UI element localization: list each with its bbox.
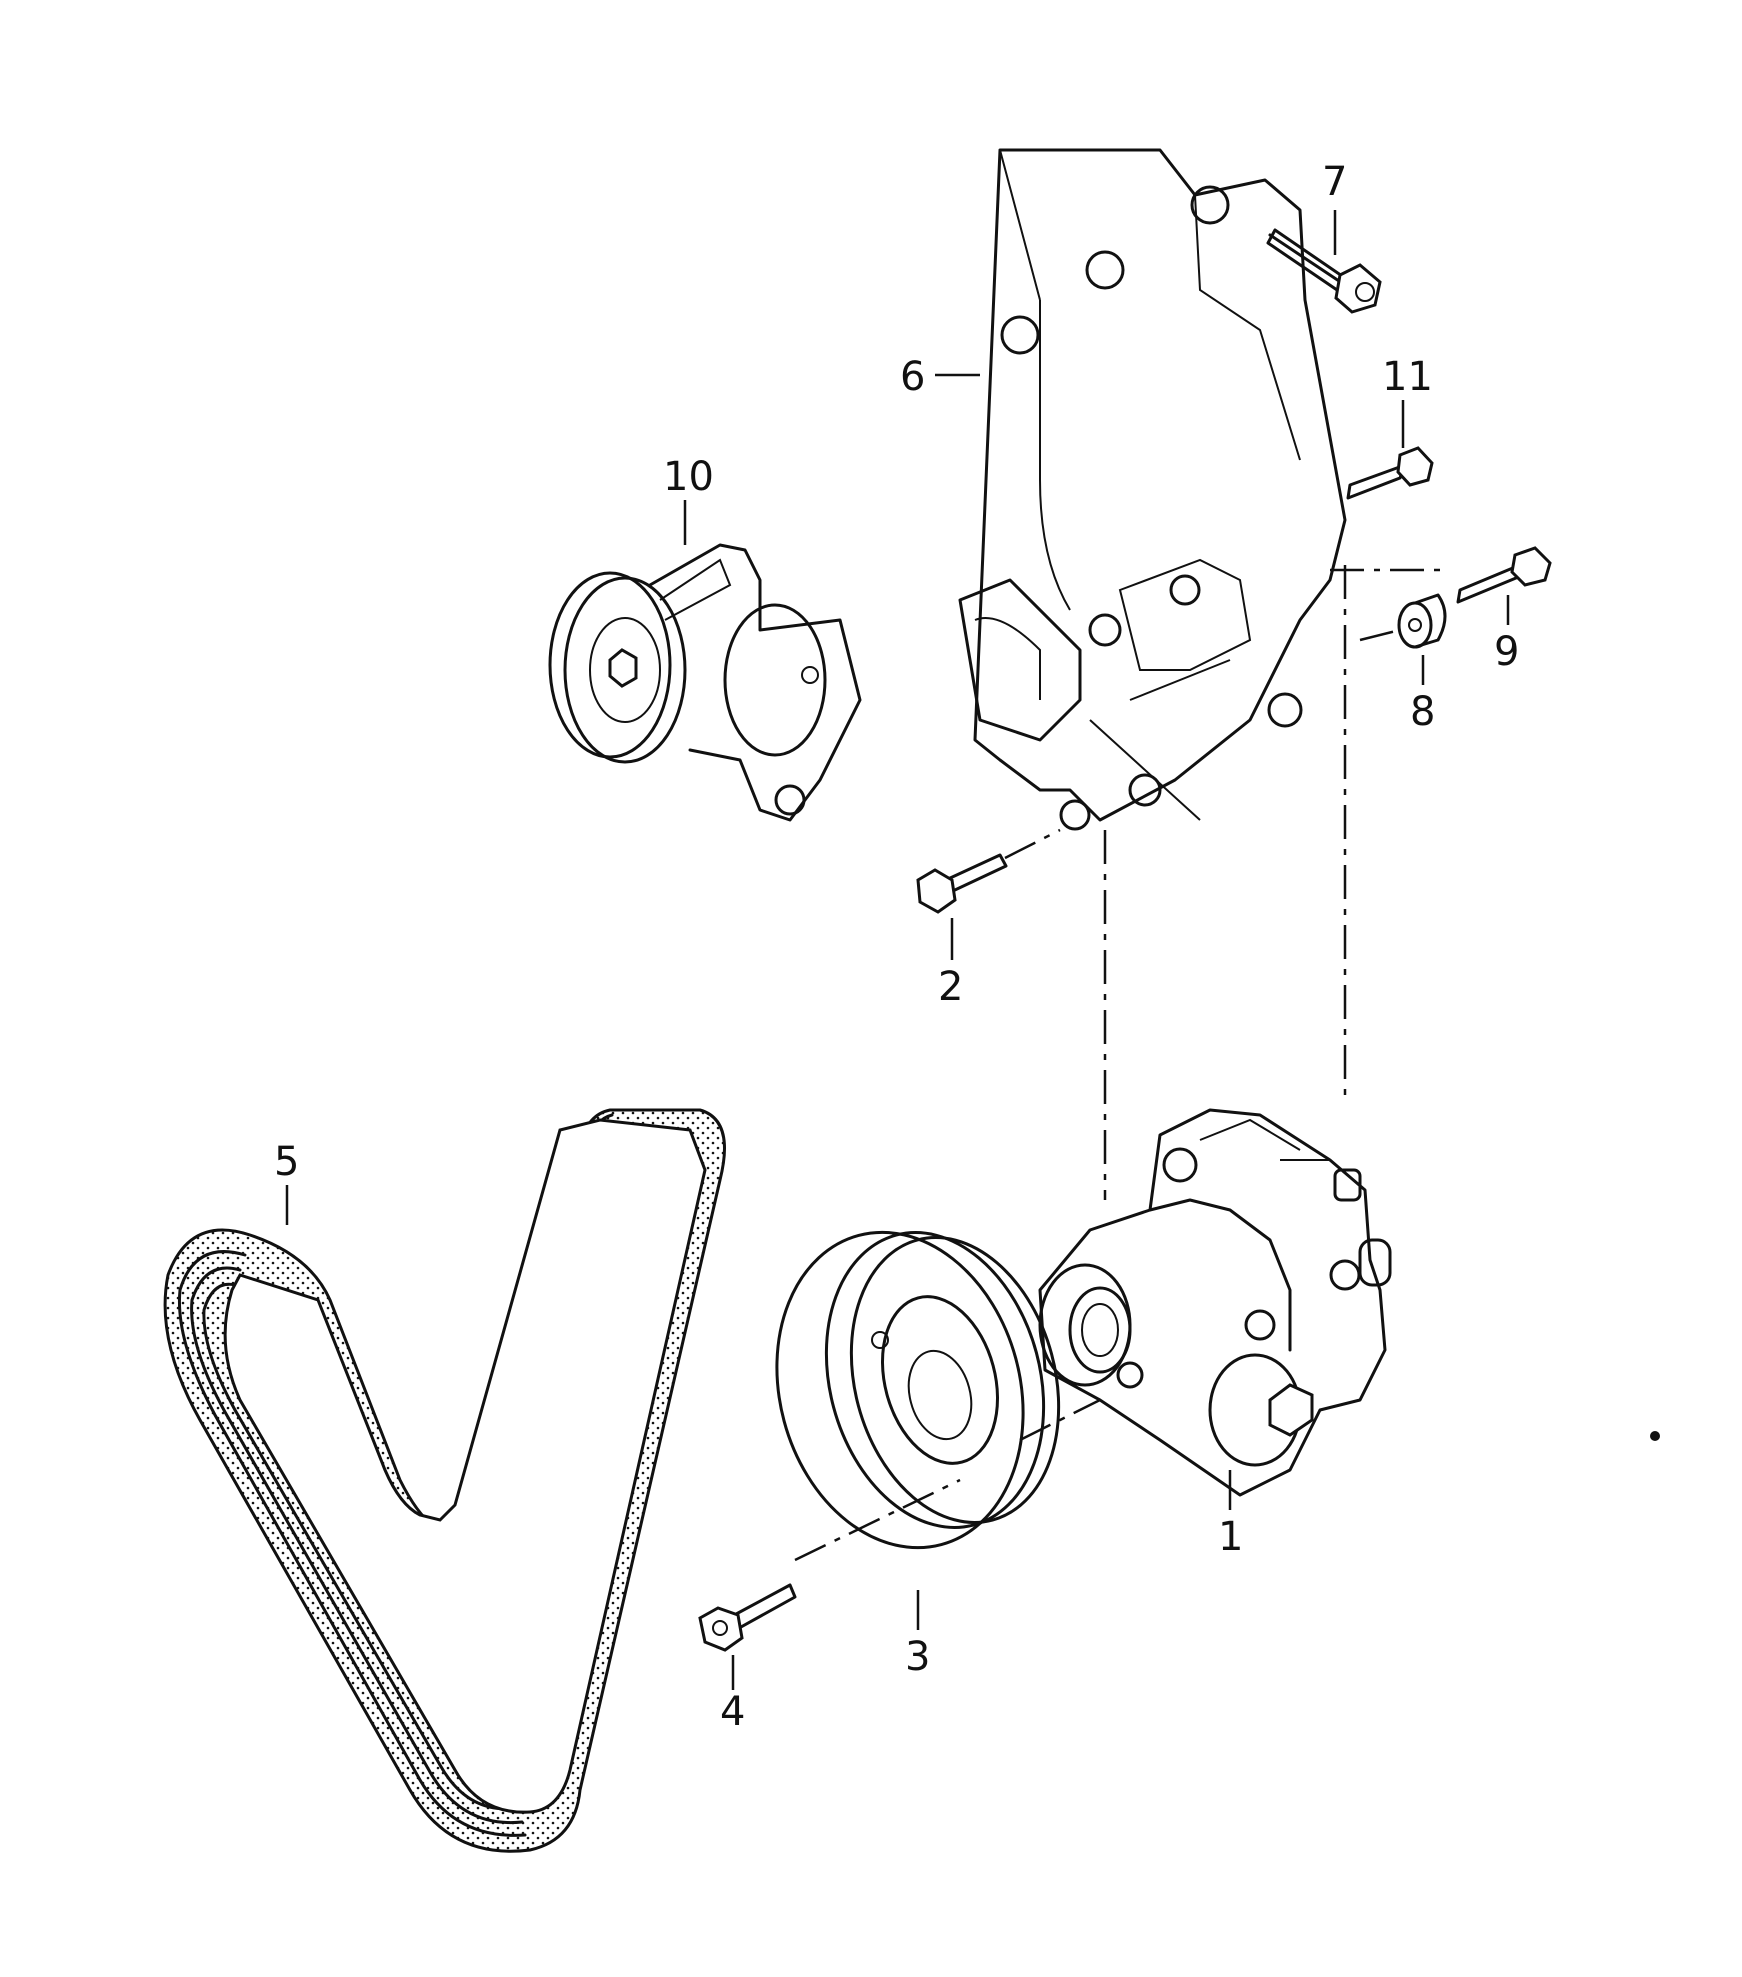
ribbed-v-belt bbox=[163, 1108, 726, 1853]
bolt-4 bbox=[698, 1583, 797, 1652]
bolt-7 bbox=[1266, 228, 1382, 314]
callout-9: 9 bbox=[1494, 629, 1519, 675]
callout-5: 5 bbox=[274, 1139, 299, 1185]
callout-8: 8 bbox=[1410, 689, 1435, 735]
callout-4: 4 bbox=[720, 1689, 745, 1735]
belt-tensioner bbox=[548, 543, 862, 822]
stray-mark bbox=[1650, 1431, 1660, 1441]
callout-11: 11 bbox=[1382, 354, 1433, 400]
pulley bbox=[775, 1230, 1061, 1550]
power-steering-pump bbox=[1038, 1108, 1392, 1497]
spacer-8 bbox=[1397, 593, 1447, 649]
callout-3: 3 bbox=[905, 1634, 930, 1680]
bolt-9 bbox=[1456, 546, 1552, 604]
callout-7: 7 bbox=[1322, 159, 1347, 205]
callout-2: 2 bbox=[938, 964, 963, 1010]
bolt-11 bbox=[1346, 446, 1434, 500]
callout-1: 1 bbox=[1218, 1514, 1243, 1560]
mounting-bracket bbox=[958, 148, 1347, 831]
bolt-2 bbox=[916, 828, 1061, 914]
alignment-lines bbox=[794, 565, 1440, 1562]
callout-6: 6 bbox=[900, 354, 925, 400]
callout-10: 10 bbox=[663, 454, 714, 500]
